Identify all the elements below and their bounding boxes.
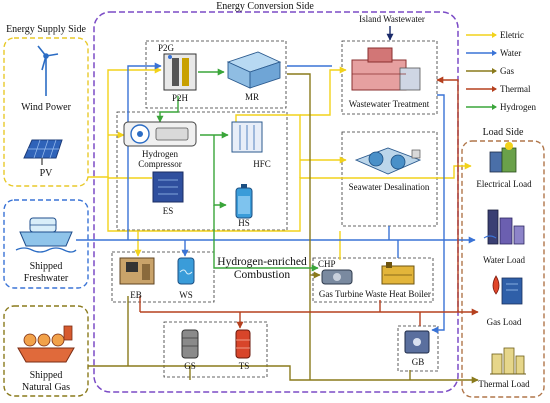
battery-storage-icon [152,171,184,203]
water-storage-icon [177,257,195,285]
hydrogen-compressor-icon [123,121,197,147]
es-label: ES [163,206,174,216]
hydrogen-compressor-label-2: Compressor [138,159,182,169]
island-wastewater-label: Island Wastewater [359,14,425,24]
gas-bus-line [88,365,479,384]
shipped-freshwater-label-1: Shipped [30,261,63,272]
chp-group [312,257,434,303]
chp-label: CHP [318,259,336,269]
water-flows [76,62,476,334]
legend-arrow-hydrogen [492,104,497,110]
thermal-storage-icon [235,329,251,359]
hydrogen-combustion-label-1: Hydrogen-enriched [217,256,307,268]
storage-group-lower [163,321,268,378]
electric-to-p2h [107,66,162,177]
waste-heat-boiler-icon [381,262,415,285]
hydrogen-to-hs [213,135,227,209]
hydrogen-to-compressor [156,96,179,123]
conversion-side-title: Energy Conversion Side [216,1,314,12]
gas-boiler-icon [404,330,430,354]
electric-to-wastewater [300,66,347,116]
gas-turbine-icon [321,269,353,285]
supply-side-title: Energy Supply Side [6,24,86,35]
electric-boiler-icon [119,257,155,285]
electrical-load-label: Electrical Load [476,179,532,189]
shipped-natural-gas-label-1: Shipped [30,370,63,381]
legend-label-thermal: Thermal [500,84,531,94]
legend-arrow-eletric [492,32,497,38]
methane-reactor-icon [226,51,282,89]
thermal-flows [139,76,479,329]
legend-arrow-gas [492,68,497,74]
fuel-cell-icon [231,121,263,153]
eb-label: EB [130,290,142,300]
gas-storage-icon [181,329,199,359]
hydrogen-combustion-label-2: Combustion [234,269,290,281]
wastewater-plant-icon [351,47,421,91]
gb-label: GB [412,357,425,367]
wastewater-treatment-label: Wastewater Treatment [349,99,430,109]
hydrogen-storage-icon [235,184,253,219]
desalination-plant-icon [354,147,422,175]
storage-group-upper [116,111,288,231]
pv-label: PV [40,168,54,179]
hfc-label: HFC [253,159,271,169]
gas-ship-icon [17,325,75,363]
wind-turbine-icon [37,45,59,96]
gas-load-label: Gas Load [487,317,522,327]
p2h-label: P2H [172,93,189,103]
legend-label-eletric: Eletric [500,30,524,40]
eb-ws-group [111,251,215,303]
water-to-p2h [127,62,162,240]
gas-mr-out [287,73,311,380]
water-load-icon [483,209,525,245]
water-to-gb [431,240,445,334]
thermal-load-label: Thermal Load [478,379,530,389]
load-side-box [461,140,545,398]
thermal-load-icon [490,347,526,375]
p2g-group [145,40,287,109]
hs-label: HS [238,218,250,228]
legend-label-hydrogen: Hydrogen [500,102,536,112]
water-ship-icon [15,217,77,253]
legend-label-gas: Gas [500,66,514,76]
desalination-group [341,131,438,227]
water-load-label: Water Load [483,255,526,265]
waste-heat-boiler-label: Waste Heat Boiler [365,289,431,299]
solar-panel-icon [23,139,63,165]
shipped-natural-gas-label-2: Natural Gas [22,382,70,393]
gas-load-icon [492,275,523,305]
load-side-title: Load Side [483,127,524,138]
hydrogen-flows [156,68,319,272]
gs-label: GS [184,361,196,371]
supply-side-box [3,37,89,187]
electrical-load-icon [489,142,517,173]
legend-arrow-thermal [492,86,497,92]
gb-group [397,325,439,372]
thermal-to-wastewater [436,76,459,312]
electrolyzer-icon [163,53,197,91]
water-wastewater-out [437,94,445,240]
electric-bus-line [88,162,472,232]
ts-label: TS [239,361,250,371]
natural-gas-box [3,305,89,397]
hydrogen-to-chp [213,205,319,272]
legend-label-water: Water [500,48,521,58]
freshwater-box [3,199,89,289]
seawater-desalination-label: Seawater Desalination [349,182,430,192]
conversion-side-box [93,11,459,393]
legend-arrow-water [492,50,497,56]
ws-label: WS [179,290,193,300]
wind-power-label: Wind Power [21,102,72,113]
mr-label: MR [245,92,259,102]
gas-turbine-label: Gas Turbine [319,289,363,299]
p2g-label: P2G [158,43,175,53]
gas-flows [88,73,479,384]
hydrogen-compressor-label-1: Hydrogen [142,149,178,159]
shipped-freshwater-label-2: Freshwater [24,273,69,284]
